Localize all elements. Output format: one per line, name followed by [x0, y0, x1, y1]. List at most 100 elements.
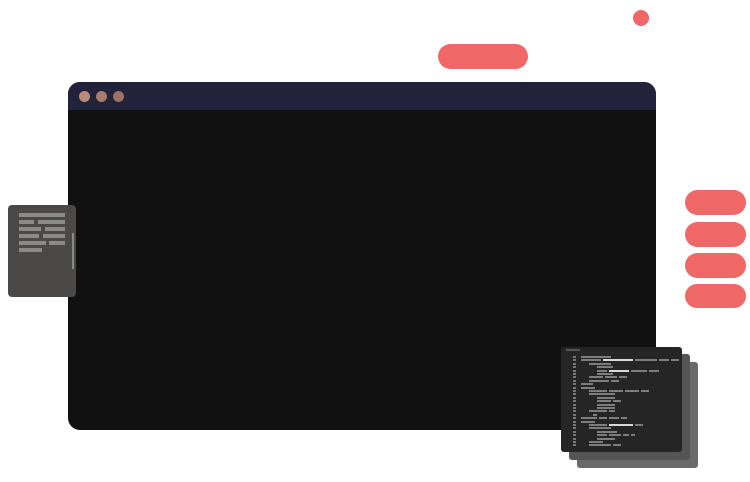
code-line-number	[573, 373, 576, 375]
text-line	[19, 248, 42, 252]
accent-pill-2	[685, 222, 746, 247]
code-token	[613, 444, 621, 447]
code-token	[589, 444, 611, 447]
code-line-number	[573, 434, 576, 437]
code-token	[581, 356, 611, 358]
code-token	[581, 386, 595, 389]
code-line-number	[573, 383, 576, 386]
code-line-number	[573, 396, 576, 399]
code-token	[623, 434, 629, 437]
text-line	[43, 234, 65, 238]
code-line-number	[573, 356, 576, 358]
code-window-dots-icon	[566, 349, 580, 351]
code-line-number	[573, 379, 576, 382]
code-token	[589, 441, 603, 443]
code-token	[581, 359, 601, 362]
text-line	[19, 220, 34, 224]
code-line-number	[573, 437, 576, 440]
accent-pill-1	[685, 190, 746, 215]
code-token	[589, 379, 609, 382]
window-minimize-dot-icon[interactable]	[96, 91, 107, 102]
code-line-number	[573, 413, 576, 416]
code-token	[609, 424, 633, 426]
accent-pill-top	[438, 44, 528, 69]
code-token	[631, 369, 647, 372]
code-token	[599, 417, 607, 420]
code-token	[635, 359, 657, 362]
code-token	[589, 410, 607, 413]
text-line	[45, 227, 65, 231]
app-window	[68, 82, 656, 430]
code-line-number	[573, 430, 576, 433]
code-line-number	[573, 424, 576, 426]
code-token	[589, 424, 607, 426]
code-token	[581, 420, 595, 423]
code-token	[649, 369, 659, 372]
code-token	[659, 359, 669, 362]
code-token	[613, 400, 621, 403]
side-document-card	[8, 205, 76, 297]
code-token	[581, 383, 593, 386]
window-maximize-dot-icon[interactable]	[113, 91, 124, 102]
code-token	[589, 393, 615, 396]
code-token	[609, 390, 623, 392]
window-close-dot-icon[interactable]	[79, 91, 90, 102]
text-line	[19, 213, 65, 217]
code-token	[625, 390, 639, 392]
code-token	[597, 407, 615, 409]
window-titlebar	[68, 82, 656, 110]
code-token	[609, 434, 621, 437]
code-token	[619, 376, 627, 379]
code-token	[597, 403, 615, 406]
code-line-number	[573, 410, 576, 413]
code-line-number	[573, 400, 576, 403]
code-token	[603, 359, 633, 362]
text-line	[49, 241, 65, 245]
code-window-front	[561, 347, 682, 452]
code-token	[589, 362, 611, 365]
code-token	[597, 366, 613, 369]
code-token	[597, 396, 615, 399]
code-token	[597, 437, 615, 440]
code-token	[631, 434, 635, 437]
code-line-number	[573, 403, 576, 406]
code-line-number	[573, 386, 576, 389]
code-line-number	[573, 427, 576, 430]
code-token	[609, 417, 619, 420]
code-token	[589, 376, 603, 379]
code-token	[581, 417, 597, 420]
code-line-number	[573, 376, 576, 379]
code-token	[605, 376, 617, 379]
code-line-number	[573, 369, 576, 372]
accent-pill-3	[685, 253, 746, 278]
accent-dot	[633, 10, 649, 26]
code-line-number	[573, 390, 576, 392]
code-token	[597, 434, 607, 437]
text-line	[19, 234, 39, 238]
code-line-number	[573, 359, 576, 362]
code-line-number	[573, 417, 576, 420]
code-token	[671, 359, 679, 362]
code-line-number	[573, 393, 576, 396]
text-line	[38, 220, 65, 224]
code-line-number	[573, 366, 576, 369]
code-token	[597, 430, 617, 433]
text-line	[19, 241, 46, 245]
accent-pill-4	[685, 284, 746, 308]
code-token	[609, 410, 615, 413]
code-token	[589, 390, 607, 392]
code-token	[593, 413, 597, 416]
code-line-number	[573, 441, 576, 443]
code-token	[589, 427, 611, 430]
code-token	[611, 379, 619, 382]
code-line-number	[573, 407, 576, 409]
card-scrollbar[interactable]	[72, 233, 74, 269]
code-token	[641, 390, 649, 392]
code-token	[597, 400, 611, 403]
code-token	[597, 369, 607, 372]
code-token	[609, 369, 629, 372]
code-line-number	[573, 362, 576, 365]
code-token	[621, 417, 627, 420]
code-token	[597, 373, 613, 375]
code-token	[635, 424, 643, 426]
